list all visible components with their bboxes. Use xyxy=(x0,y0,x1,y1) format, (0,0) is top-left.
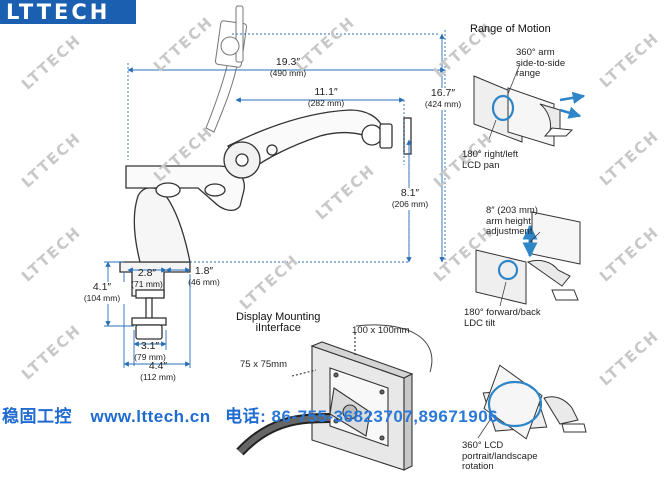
phone-number: 86-755-36823707,89671906 xyxy=(271,407,499,426)
website-link[interactable]: www.lttech.cn xyxy=(90,407,211,426)
dim-base-height-mm: (104 mm) xyxy=(83,293,121,303)
dim-base-width-in: 4.4″ xyxy=(148,360,168,372)
mounting-interface-drawing xyxy=(236,324,433,471)
motion-thumbnail-rotation xyxy=(482,364,587,440)
dim-clamp-width-mm: (71 mm) xyxy=(131,279,163,289)
dim-height-total-in: 16.7″ xyxy=(430,87,456,99)
dim-clamp-depth-in: 3.1″ xyxy=(140,340,160,352)
dim-width-total-in: 19.3″ xyxy=(275,56,301,68)
arm-column xyxy=(133,187,191,263)
dim-clamp-width: 2.8″ (71 mm) xyxy=(124,268,170,290)
vesa-large-label: 100 x 100mm xyxy=(352,325,410,336)
dim-arm-height: 8.1″ (206 mm) xyxy=(385,188,435,210)
dim-offset-in: 1.8″ xyxy=(194,265,214,277)
vesa-small-label: 75 x 75mm xyxy=(240,359,287,370)
dim-offset: 1.8″ (46 mm) xyxy=(182,266,226,288)
raised-arm-outline xyxy=(205,5,248,133)
motion-thumbnail-tilt xyxy=(475,211,581,305)
mounting-title: Display Mounting iInterface xyxy=(236,311,321,334)
dim-base-width: 4.4″ (112 mm) xyxy=(134,361,182,383)
brand-logo: LTTECH xyxy=(0,0,136,24)
dim-clamp-depth: 3.1″ (79 mm) xyxy=(126,341,174,363)
caption-rotation: 360° LCD portrait/landscape rotation xyxy=(462,440,538,472)
motion-thumbnail-pan xyxy=(473,75,586,147)
dim-arm-height-mm: (206 mm) xyxy=(391,199,429,209)
dim-arm-reach-in: 11.1″ xyxy=(314,86,338,98)
phone-label: 电话: xyxy=(225,407,267,426)
dim-width-total-mm: (490 mm) xyxy=(269,68,307,78)
dim-height-total: 16.7″ (424 mm) xyxy=(418,88,468,110)
dim-height-total-mm: (424 mm) xyxy=(424,99,462,109)
dim-offset-mm: (46 mm) xyxy=(188,277,220,287)
dim-width-total: 19.3″ (490 mm) xyxy=(258,57,318,79)
dim-base-height-in: 4.1″ xyxy=(92,281,112,293)
dim-base-width-mm: (112 mm) xyxy=(140,372,176,382)
dim-arm-reach: 11.1″ (282 mm) xyxy=(296,87,356,109)
dim-arm-reach-mm: (282 mm) xyxy=(307,98,345,108)
caption-pan: 180° right/left LCD pan xyxy=(462,149,519,171)
caption-side-to-side: 360° arm side-to-side range xyxy=(516,47,566,79)
dim-arm-height-in: 8.1″ xyxy=(400,187,420,199)
caption-leaders xyxy=(477,63,541,439)
caption-tilt: 180° forward/back LDC tilt xyxy=(464,307,541,329)
dim-clamp-width-in: 2.8″ xyxy=(137,267,157,279)
caption-height-adjust: 8″ (203 mm) arm height adjustment xyxy=(486,205,538,237)
company-name: 稳固工控 xyxy=(2,407,72,426)
dim-base-height: 4.1″ (104 mm) xyxy=(78,282,126,304)
range-of-motion-title: Range of Motion xyxy=(470,23,551,35)
monitor-arm-drawing xyxy=(119,5,412,340)
contact-line: 稳固工控 www.lttech.cn 电话: 86-755-36823707,8… xyxy=(2,402,498,427)
dim-clamp-depth-mm: (79 mm) xyxy=(134,352,166,362)
